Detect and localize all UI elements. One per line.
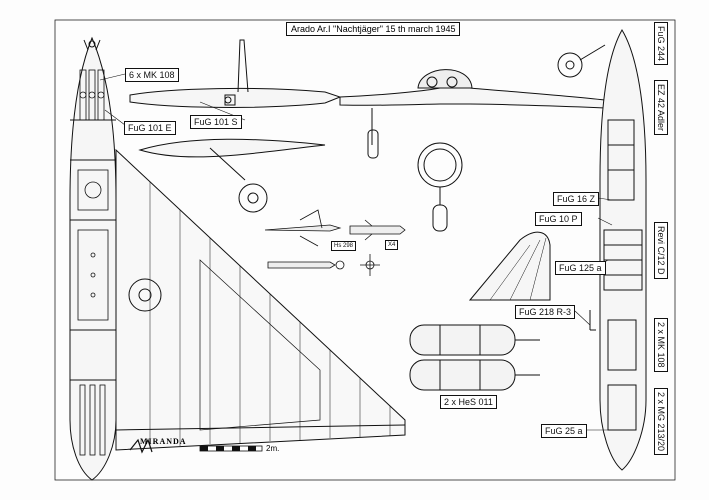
- leader-lines: [99, 73, 613, 431]
- left-fuselage-top-view: [69, 36, 117, 481]
- scale-bar: [199, 445, 263, 452]
- label-fug16z: FuG 16 Z: [553, 192, 600, 206]
- label-mk108-tail: 2 x MK 108: [654, 318, 668, 372]
- tail-fin: [468, 231, 551, 301]
- label-fug10p: FuG 10 P: [535, 212, 582, 226]
- weapons: [264, 209, 406, 276]
- swept-wing: [115, 148, 406, 451]
- label-mg213: 2 x MG 213/20: [654, 388, 668, 456]
- label-fug244: FuG 244: [654, 22, 668, 66]
- label-hs298: Hs 298: [331, 241, 357, 251]
- signature-logo: [129, 438, 153, 454]
- label-x4: X4: [385, 240, 399, 250]
- label-fug218: FuG 218 R-3: [515, 305, 576, 319]
- label-fug25a: FuG 25 a: [541, 424, 587, 438]
- front-view: [339, 69, 606, 232]
- label-fug101s: FuG 101 S: [190, 115, 242, 129]
- scale-label: 2m.: [266, 444, 280, 453]
- side-view-fuselage: [129, 39, 342, 213]
- engines: [409, 324, 540, 391]
- label-fug101e: FuG 101 E: [124, 121, 176, 135]
- label-revi: Revi C/12 D: [654, 222, 668, 279]
- sheet-frame: [54, 19, 676, 481]
- label-fug125a: FuG 125 a: [555, 261, 606, 275]
- label-mk108-nose: 6 x MK 108: [125, 68, 179, 82]
- label-hes011: 2 x HeS 011: [440, 395, 497, 409]
- right-fuselage-cutaway: [557, 29, 647, 471]
- label-ez42: EZ 42 Adler: [654, 80, 668, 136]
- drawing-title: Arado Ar.I "Nachtjäger" 15 th march 1945: [286, 22, 461, 36]
- author-signature: MIRANDA: [140, 437, 187, 446]
